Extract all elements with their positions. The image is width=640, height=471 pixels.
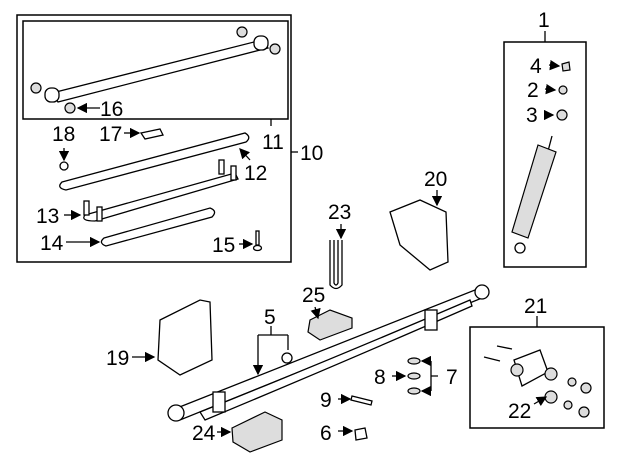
bushing-5 [281,352,293,364]
callout-24: 24 [192,422,216,445]
bolt-9 [350,395,373,406]
callout-23: 23 [328,201,351,224]
callout-3: 3 [526,104,538,127]
bushing [64,102,76,114]
leader-lines [58,59,561,438]
callout-11: 11 [262,131,284,154]
callout-5: 5 [264,306,276,329]
washer [407,387,421,395]
callout-25: 25 [302,284,325,307]
callout-15: 15 [212,234,235,257]
leaf-13 [83,172,239,222]
callout-17: 17 [99,123,122,146]
bump-stop [307,309,353,341]
callout-18: 18 [52,123,75,146]
callout-12: 12 [244,162,267,185]
cap-6 [354,427,368,441]
callout-8: 8 [374,366,386,389]
callout-21: 21 [524,295,547,318]
shackle-kit-box [469,316,605,429]
nut [59,161,69,171]
front-hanger-bracket [157,299,213,376]
callout-9: 9 [320,389,332,412]
washer [407,372,421,380]
shock-absorber [511,144,557,239]
callout-14: 14 [40,232,64,255]
callout-4: 4 [530,55,542,78]
callout-20: 20 [424,168,447,191]
callout-16: 16 [100,98,123,121]
center-bolt [252,230,263,252]
spring-plate [231,411,283,453]
callout-19: 19 [106,347,129,370]
callout-13: 13 [36,205,59,228]
spacer-plate [139,128,164,140]
leaf-12 [59,132,250,191]
callout-1: 1 [538,9,550,32]
spring-kit-group-box [16,14,298,263]
callout-2: 2 [527,79,539,102]
callout-22: 22 [508,400,531,423]
leaf-spring-with-bushings [30,26,281,114]
shock-absorber-box [503,31,587,268]
rear-hanger-bracket [389,199,449,271]
callout-6: 6 [320,422,332,445]
callout-7: 7 [446,366,458,389]
washer [407,357,421,365]
callout-10: 10 [300,142,323,165]
leaf-14 [100,207,216,247]
u-bolt [329,240,343,290]
leaf-spring-assembly [167,284,490,422]
